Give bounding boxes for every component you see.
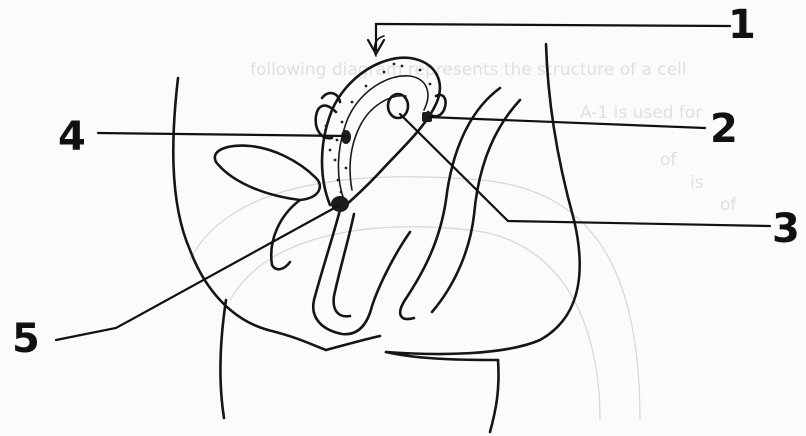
- ovary-right: [388, 94, 408, 118]
- perineum-line: [326, 336, 380, 350]
- bleed-line-3: of: [660, 150, 677, 170]
- label-1: 1: [728, 2, 756, 48]
- bladder-outline: [215, 146, 320, 200]
- body-left-outline: [173, 78, 268, 330]
- thigh-right-line: [490, 360, 499, 432]
- bleed-outline-arc-inner: [230, 227, 600, 420]
- uterus-inner-wall: [338, 76, 428, 200]
- bleed-line-4: is: [690, 173, 704, 193]
- leader-line-5: [56, 206, 338, 340]
- leader-line-4: [98, 133, 346, 136]
- figure-labels: 1 2 3 4 5: [12, 2, 800, 362]
- label-2: 2: [710, 106, 738, 152]
- label-4: 4: [58, 114, 86, 160]
- vagina-outer: [313, 210, 410, 334]
- bleed-line-5: of: [720, 195, 737, 215]
- buttock-lower-curve: [268, 330, 326, 350]
- leader-line-1: [376, 24, 730, 50]
- rectum: [400, 88, 520, 319]
- vagina-inner: [334, 214, 354, 316]
- label-5: 5: [12, 316, 40, 362]
- bleed-line-1: following diagram represents the structu…: [250, 60, 687, 80]
- bleed-line-2: A-1 is used for: [580, 103, 702, 123]
- thigh-left-line: [220, 300, 226, 418]
- bladder: [215, 146, 320, 270]
- label-3: 3: [772, 206, 800, 252]
- vaginal-canal: [313, 210, 410, 350]
